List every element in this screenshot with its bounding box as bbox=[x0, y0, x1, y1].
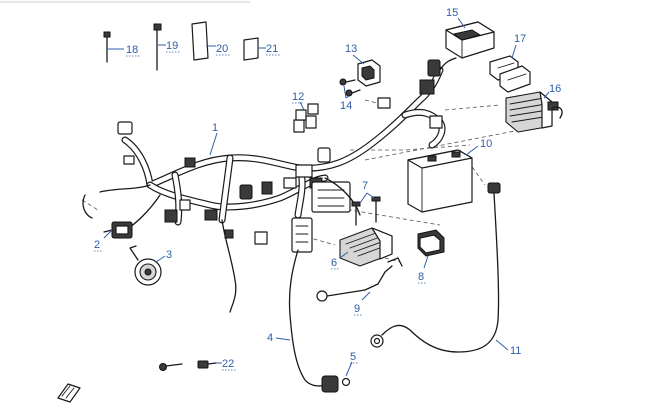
part-20-sheet bbox=[191, 21, 209, 61]
callout-1: 1 bbox=[212, 122, 218, 134]
callout-5: 5 bbox=[350, 351, 356, 363]
callout-19: 19 bbox=[166, 40, 178, 52]
part-18-cable-tie bbox=[103, 31, 111, 63]
part-16-rectifier bbox=[505, 91, 563, 133]
part-12-clips bbox=[293, 103, 319, 133]
callout-16: 16 bbox=[549, 83, 561, 95]
part-3-horn bbox=[129, 245, 162, 286]
callout-3: 3 bbox=[166, 249, 172, 261]
callout-13: 13 bbox=[345, 43, 357, 55]
part-5-sensor bbox=[321, 375, 351, 393]
part-2-relay bbox=[82, 194, 133, 239]
callout-15: 15 bbox=[446, 7, 458, 19]
part-8-relay bbox=[387, 229, 445, 267]
callout-17: 17 bbox=[514, 33, 526, 45]
callout-8: 8 bbox=[418, 271, 424, 283]
part-11-ground-cable bbox=[370, 182, 501, 353]
part-22-bolt bbox=[159, 360, 217, 371]
part-14-screws bbox=[339, 78, 361, 97]
callouts: 1 2 3 4 5 6 7 8 9 10 11 bbox=[94, 7, 561, 377]
callout-21: 21 bbox=[266, 43, 278, 55]
book-icon bbox=[57, 383, 81, 403]
part-15-ecu bbox=[439, 21, 495, 71]
callout-22: 22 bbox=[222, 358, 234, 370]
callout-6: 6 bbox=[331, 257, 337, 269]
main-wiring-harness bbox=[117, 59, 446, 253]
callout-4: 4 bbox=[267, 332, 273, 344]
callout-14: 14 bbox=[340, 100, 352, 112]
part-21-sheet bbox=[243, 37, 259, 61]
callout-9: 9 bbox=[354, 303, 360, 315]
callout-2: 2 bbox=[94, 239, 100, 251]
callout-18: 18 bbox=[126, 44, 138, 56]
callout-7: 7 bbox=[362, 180, 368, 192]
callout-11: 11 bbox=[510, 345, 521, 357]
part-9-probe-lead bbox=[316, 265, 393, 302]
part-19-long-tie bbox=[153, 23, 162, 71]
part-17-fuse-holders bbox=[489, 55, 531, 93]
part-10-battery bbox=[407, 149, 473, 213]
branch-wires bbox=[99, 177, 361, 387]
callout-10: 10 bbox=[480, 138, 492, 150]
part-7-screws bbox=[351, 196, 381, 226]
callout-20: 20 bbox=[216, 43, 228, 55]
part-13-switch bbox=[357, 59, 381, 87]
part-6-regulator bbox=[339, 227, 393, 267]
callout-12: 12 bbox=[292, 91, 304, 103]
